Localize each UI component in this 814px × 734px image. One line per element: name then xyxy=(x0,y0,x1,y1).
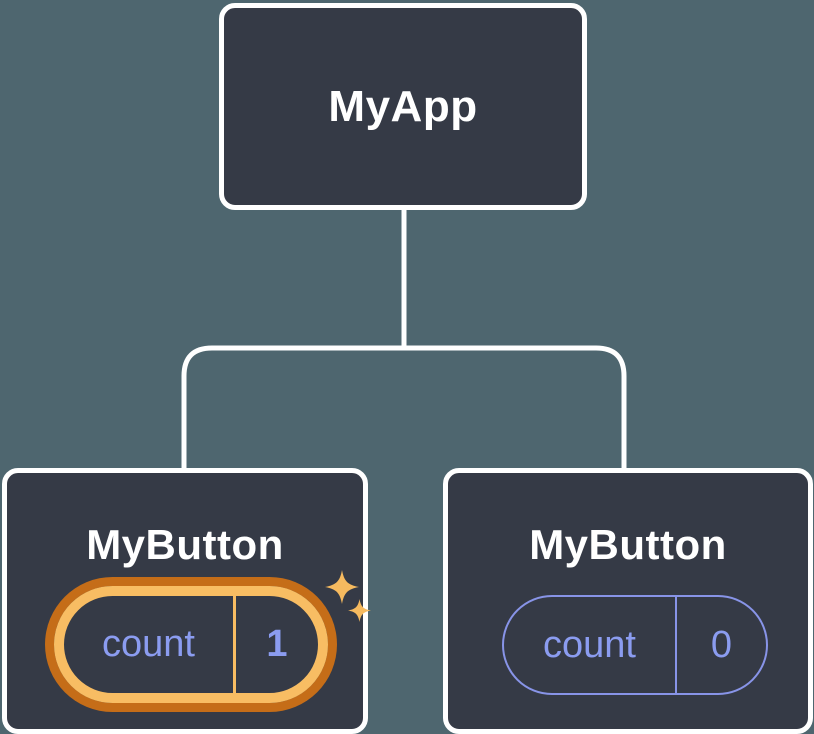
sparkle-icon-small xyxy=(348,599,371,622)
pill-divider xyxy=(675,597,677,693)
state-value: 1 xyxy=(266,623,288,665)
pill-divider xyxy=(233,596,236,693)
root-node-label: MyApp xyxy=(328,81,478,131)
child-node-label: MyButton xyxy=(529,521,727,568)
sparkle-icon-large xyxy=(325,570,359,604)
child-node-mybutton-1: MyButton count 1 xyxy=(2,468,371,734)
child-node-mybutton-2: MyButton count 0 xyxy=(443,468,813,734)
root-node-myapp: MyApp xyxy=(219,3,587,210)
child-node-label: MyButton xyxy=(86,521,284,568)
branch-connector-line xyxy=(181,345,627,472)
state-pill: count 0 xyxy=(502,595,768,695)
state-pill-highlighted: count 1 xyxy=(54,586,328,703)
state-value: 0 xyxy=(710,623,733,666)
state-name-label: count xyxy=(102,623,195,665)
state-name-label: count xyxy=(543,623,636,666)
